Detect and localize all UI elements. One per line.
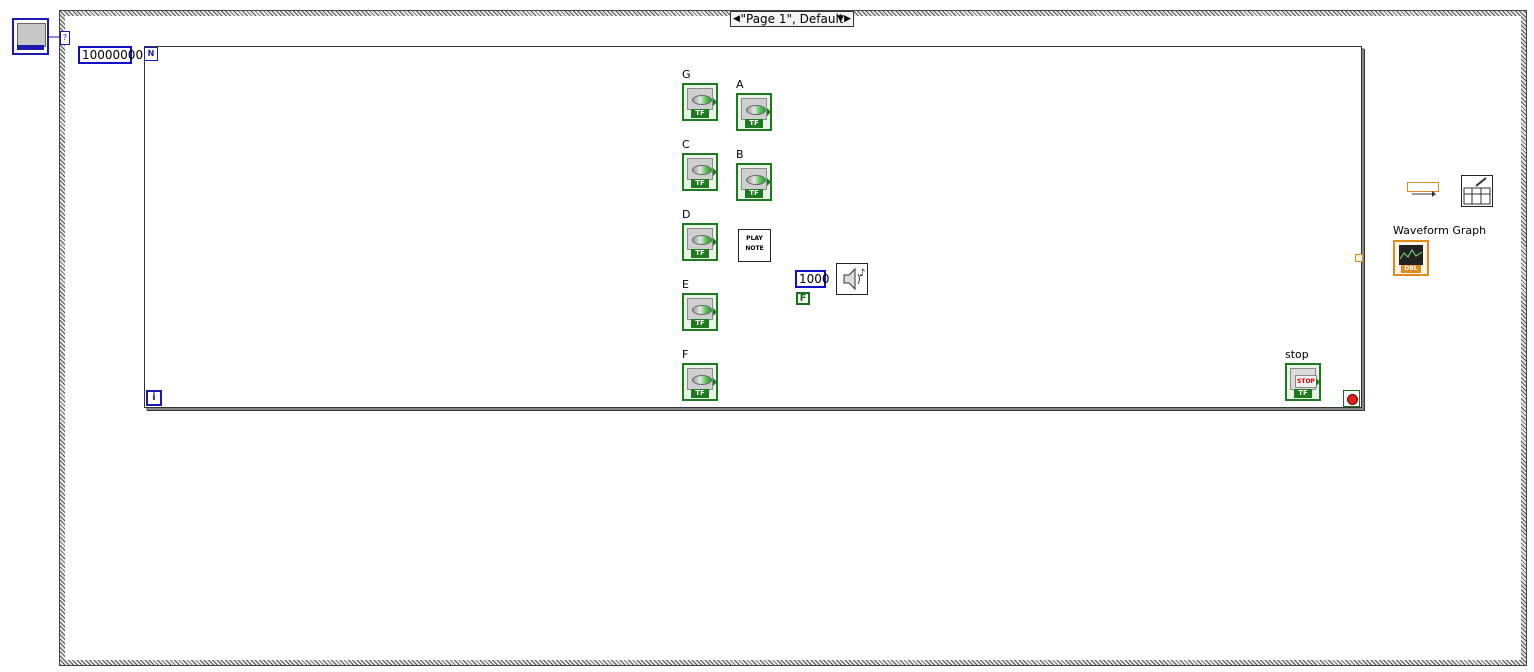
- stop-label: stop: [1285, 348, 1309, 361]
- play-note-subvi[interactable]: PLAY NOTE: [738, 229, 771, 262]
- case-selector-label: "Page 1", Default: [740, 12, 844, 26]
- control-label-b: B: [736, 148, 744, 161]
- control-f[interactable]: TF: [682, 363, 718, 401]
- convert-icon: [1412, 191, 1436, 197]
- sound-output-vi[interactable]: ♪: [836, 263, 868, 295]
- control-label-d: D: [682, 208, 691, 221]
- control-g[interactable]: TF: [682, 83, 718, 121]
- control-label-a: A: [736, 78, 744, 91]
- control-label-c: C: [682, 138, 690, 151]
- case-selector[interactable]: ◀ "Page 1", Default ▼▶: [730, 11, 854, 27]
- iteration-terminal[interactable]: i: [146, 390, 162, 406]
- duration-constant[interactable]: 1000: [795, 270, 830, 288]
- control-a[interactable]: TF: [736, 93, 772, 131]
- control-label-f: F: [682, 348, 689, 361]
- led-icon: [692, 305, 712, 315]
- control-e[interactable]: TF: [682, 293, 718, 331]
- case-selector-terminal[interactable]: ?: [60, 31, 70, 45]
- led-icon: [692, 235, 712, 245]
- speaker-icon: ♪: [843, 267, 865, 291]
- play-note-line1: PLAY: [746, 235, 763, 242]
- loop-count-constant[interactable]: 10000000: [78, 46, 143, 64]
- graph-icon: [1399, 245, 1423, 265]
- false-constant[interactable]: F: [796, 292, 810, 305]
- waveform-graph-indicator[interactable]: DBL: [1393, 240, 1429, 276]
- svg-text:♪: ♪: [859, 268, 865, 279]
- control-c[interactable]: TF: [682, 153, 718, 191]
- led-icon: [746, 175, 766, 185]
- control-label-g: G: [682, 68, 691, 81]
- case-decrement-icon[interactable]: ◀: [733, 14, 740, 24]
- control-b[interactable]: TF: [736, 163, 772, 201]
- control-d[interactable]: TF: [682, 223, 718, 261]
- waveform-graph-label: Waveform Graph: [1393, 224, 1487, 237]
- loop-count-terminal[interactable]: N: [144, 47, 158, 61]
- play-note-line2: NOTE: [745, 245, 764, 252]
- subvi-icon[interactable]: [12, 18, 49, 55]
- convert-function[interactable]: [1407, 182, 1439, 197]
- control-label-e: E: [682, 278, 689, 291]
- loop-output-tunnel[interactable]: [1355, 254, 1363, 262]
- case-dropdown-icon[interactable]: ▼▶: [837, 14, 851, 24]
- stop-button-text: STOP: [1295, 375, 1317, 388]
- stop-button-control[interactable]: STOP TF: [1285, 363, 1321, 401]
- led-icon: [692, 95, 712, 105]
- led-icon: [692, 165, 712, 175]
- write-to-table-vi[interactable]: [1461, 175, 1493, 207]
- loop-condition-terminal[interactable]: [1343, 390, 1360, 407]
- led-icon: [746, 105, 766, 115]
- led-icon: [692, 375, 712, 385]
- table-pencil-icon: [1463, 177, 1491, 205]
